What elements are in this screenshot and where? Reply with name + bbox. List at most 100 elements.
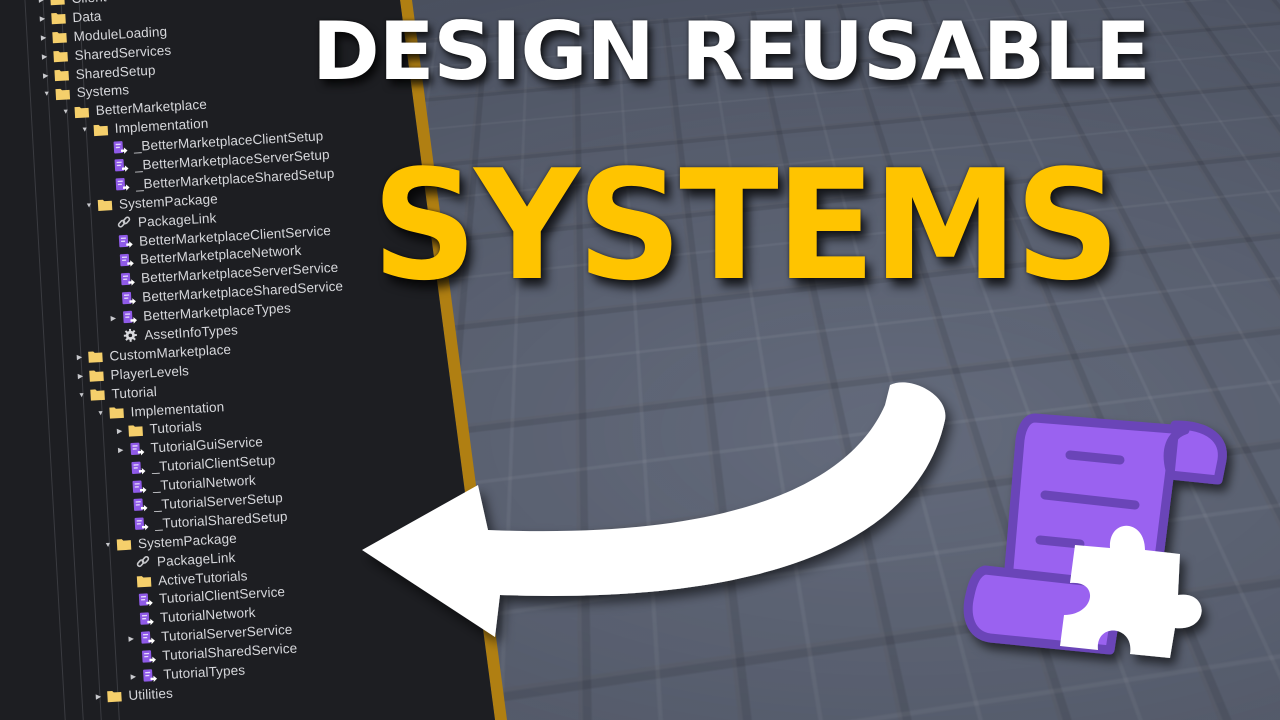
expand-arrow-right-icon[interactable]: ▶: [110, 314, 117, 323]
explorer-tree-item[interactable]: ▶ Tutorials: [44, 409, 351, 445]
explorer-tree-item[interactable]: ▼Implementation: [27, 107, 334, 143]
expand-arrow-right-icon[interactable]: ▶: [39, 15, 46, 24]
explorer-tree-item[interactable]: ▼Implementation: [43, 390, 350, 426]
module-script-icon: [117, 234, 134, 249]
folder-icon: [89, 387, 106, 402]
module-script-icon: [133, 517, 150, 532]
explorer-tree-item-label: SharedSetup: [75, 62, 156, 82]
explorer-panel: ▶Client▶Data▶ModuleLoading▶SharedService…: [0, 0, 495, 720]
expand-arrow-down-icon[interactable]: ▼: [77, 391, 86, 400]
module-script-icon: [130, 479, 147, 494]
explorer-tree-item[interactable]: ▼BetterMarketplace: [26, 88, 333, 124]
folder-icon: [92, 122, 109, 137]
expand-arrow-right-icon[interactable]: ▶: [41, 53, 48, 61]
explorer-tree-item[interactable]: _TutorialClientSetup: [46, 446, 353, 482]
explorer-tree-item[interactable]: PackageLink: [33, 201, 340, 237]
explorer-tree-item[interactable]: ▶ SharedSetup: [24, 50, 331, 86]
arrow-placeholder: [105, 256, 116, 267]
expand-arrow-right-icon[interactable]: ▶: [42, 72, 49, 80]
expand-arrow-right-icon[interactable]: ▶: [40, 34, 47, 43]
arrow-placeholder: [123, 577, 134, 588]
explorer-tree-item[interactable]: _BetterMarketplaceSharedSetup: [31, 164, 338, 200]
explorer-tree-item[interactable]: ▶TutorialGuiService: [45, 428, 352, 464]
explorer-tree-item[interactable]: ▶CustomMarketplace: [40, 333, 347, 369]
expand-arrow-right-icon[interactable]: ▶: [95, 693, 102, 702]
explorer-tree-item[interactable]: ▶PlayerLevels: [41, 352, 348, 388]
explorer-tree-item[interactable]: ▼ Tutorial: [42, 371, 349, 407]
module-script-icon: [137, 592, 154, 607]
explorer-tree-item-label: Tutorial: [111, 383, 158, 402]
explorer-tree-item[interactable]: _BetterMarketplaceServerSetup: [29, 145, 336, 181]
expand-arrow-down-icon[interactable]: ▼: [104, 541, 112, 549]
explorer-tree-item[interactable]: ▶Client: [20, 0, 327, 11]
explorer-tree-item[interactable]: TutorialNetwork: [55, 597, 362, 633]
folder-icon: [106, 689, 123, 704]
explorer-tree-item[interactable]: BetterMarketplaceNetwork: [35, 239, 342, 275]
folder-icon: [51, 30, 68, 45]
arrow-placeholder: [120, 520, 131, 531]
explorer-tree-item[interactable]: AssetInfoTypes: [39, 314, 346, 350]
explorer-tree-item-label: Tutorials: [149, 418, 203, 437]
module-script-icon: [114, 178, 131, 193]
explorer-tree-item[interactable]: _TutorialServerSetup: [48, 484, 355, 520]
arrow-placeholder: [119, 501, 130, 512]
explorer-tree-item[interactable]: PackageLink: [52, 541, 359, 577]
explorer-tree-item[interactable]: _TutorialNetwork: [47, 465, 354, 501]
explorer-tree-item-label: Data: [72, 8, 102, 25]
module-script-icon: [111, 140, 128, 155]
folder-icon: [87, 349, 104, 364]
explorer-tree-item-label: PackageLink: [156, 549, 236, 569]
arrow-placeholder: [127, 652, 138, 663]
arrow-placeholder: [117, 463, 128, 474]
link-icon: [116, 215, 133, 230]
explorer-tree-item[interactable]: ▶Utilities: [59, 673, 366, 709]
explorer-tree-item[interactable]: ActiveTutorials: [53, 560, 360, 596]
module-script-puzzle-icon: [963, 413, 1227, 658]
explorer-tree-item-label: PackageLink: [137, 210, 217, 230]
explorer-tree-item[interactable]: BetterMarketplaceClientService: [34, 220, 341, 256]
explorer-tree-item[interactable]: ▼ Systems: [25, 69, 332, 105]
module-script-icon: [129, 460, 146, 475]
folder-icon: [49, 0, 66, 7]
expand-arrow-down-icon[interactable]: ▼: [43, 90, 51, 99]
module-script-icon: [131, 498, 148, 513]
explorer-tree-item[interactable]: ▶TutorialServerService: [56, 616, 363, 652]
arrow-placeholder: [106, 275, 117, 286]
explorer-tree-item[interactable]: ▶ModuleLoading: [22, 13, 329, 49]
arrow-placeholder: [109, 331, 120, 342]
arrow-placeholder: [107, 294, 118, 305]
expand-arrow-down-icon[interactable]: ▼: [62, 108, 70, 117]
explorer-tree-item[interactable]: BetterMarketplaceSharedService: [37, 277, 344, 313]
explorer-tree-item[interactable]: ▶ Data: [21, 0, 328, 30]
expand-arrow-right-icon[interactable]: ▶: [116, 427, 123, 436]
explorer-tree-item[interactable]: ▶SharedServices: [23, 31, 330, 67]
explorer-tree-item[interactable]: TutorialSharedService: [57, 635, 364, 671]
explorer-tree-item-label: Systems: [76, 82, 130, 101]
arrow-placeholder: [103, 218, 114, 229]
explorer-tree-item[interactable]: _TutorialSharedSetup: [50, 503, 357, 539]
explorer-tree-item[interactable]: BetterMarketplaceServerService: [36, 258, 343, 294]
gear-icon: [122, 328, 139, 343]
folder-icon: [50, 11, 67, 26]
expand-arrow-right-icon[interactable]: ▶: [130, 673, 137, 681]
expand-arrow-right-icon[interactable]: ▶: [76, 354, 83, 362]
explorer-tree-item[interactable]: _BetterMarketplaceClientSetup: [28, 126, 335, 162]
folder-icon: [116, 537, 133, 552]
expand-arrow-right-icon[interactable]: ▶: [128, 635, 135, 643]
explorer-tree-item[interactable]: ▶BetterMarketplaceTypes: [38, 296, 345, 332]
arrow-placeholder: [125, 614, 136, 625]
expand-arrow-right-icon[interactable]: ▶: [117, 446, 124, 455]
folder-icon: [52, 49, 69, 64]
folder-icon: [127, 423, 144, 438]
folder-icon: [97, 197, 114, 212]
expand-arrow-down-icon[interactable]: ▼: [85, 202, 93, 210]
expand-arrow-down-icon[interactable]: ▼: [81, 126, 89, 134]
expand-arrow-right-icon[interactable]: ▶: [38, 0, 45, 5]
link-icon: [135, 555, 152, 570]
explorer-tree-item[interactable]: ▶TutorialTypes: [58, 654, 365, 690]
expand-arrow-right-icon[interactable]: ▶: [77, 373, 84, 381]
expand-arrow-down-icon[interactable]: ▼: [96, 409, 105, 417]
explorer-tree-item[interactable]: ▼SystemPackage: [51, 522, 358, 558]
explorer-tree-item[interactable]: TutorialClientService: [54, 578, 361, 614]
explorer-tree-item[interactable]: ▼SystemPackage: [32, 182, 339, 218]
